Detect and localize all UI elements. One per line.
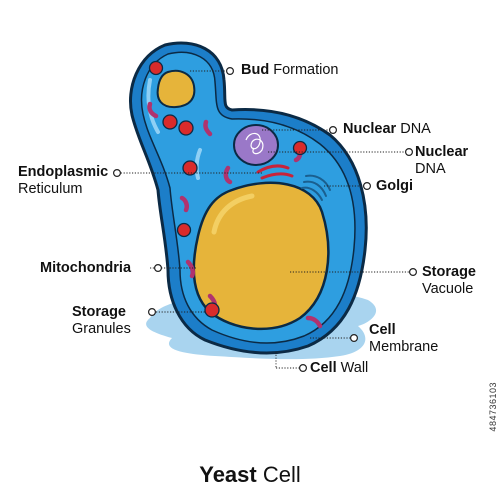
endoplasmic-reticulum-2 bbox=[260, 172, 294, 180]
label-storage-vacuole-bold: Storage bbox=[422, 264, 476, 280]
label-cell-wall: Cell Wall bbox=[310, 360, 368, 377]
label-cell-wall-bold: Cell bbox=[310, 360, 337, 376]
storage-vacuole bbox=[192, 181, 330, 331]
nuclear-dna-strand bbox=[245, 132, 264, 155]
label-cell-membrane: Cell Membrane bbox=[369, 322, 438, 356]
label-golgi: Golgi bbox=[376, 178, 413, 195]
label-endoplasmic-sub: Reticulum bbox=[18, 181, 83, 197]
label-nuclear-dna-2-bold: Nuclear bbox=[415, 144, 469, 160]
leader-dots bbox=[112, 66, 418, 373]
label-nuclear-dna-2: Nuclear DNA bbox=[415, 144, 468, 178]
label-mitochondria-bold: Mitochondria bbox=[40, 260, 132, 276]
storage-granules bbox=[148, 60, 308, 318]
label-mitochondria: Mitochondria bbox=[40, 260, 131, 277]
page-title: Yeast Cell bbox=[0, 462, 500, 488]
leader-lines bbox=[118, 70, 410, 369]
label-golgi-bold: Golgi bbox=[376, 178, 414, 194]
endoplasmic-reticulum bbox=[256, 164, 290, 174]
label-endoplasmic-bold: Endoplasmic bbox=[18, 164, 109, 180]
title-bold: Yeast bbox=[199, 462, 257, 487]
bud-vacuole bbox=[156, 69, 196, 109]
label-storage-granules-sub: Granules bbox=[72, 321, 131, 337]
label-endoplasmic-reticulum: Endoplasmic Reticulum bbox=[18, 164, 108, 198]
label-cell-membrane-bold: Cell bbox=[369, 322, 396, 338]
label-nuclear-dna-1: Nuclear DNA bbox=[343, 121, 431, 138]
label-bud-formation: Bud Formation bbox=[241, 62, 339, 79]
label-storage-granules-bold: Storage bbox=[72, 304, 126, 320]
label-nuclear-dna-1-bold: Nuclear bbox=[343, 121, 397, 137]
golgi-apparatus bbox=[301, 174, 331, 201]
label-bud-light: Formation bbox=[273, 62, 339, 78]
label-nuclear-dna-2-sub: DNA bbox=[415, 161, 446, 177]
label-cell-membrane-sub: Membrane bbox=[369, 339, 439, 355]
label-storage-vacuole-sub: Vacuole bbox=[422, 281, 474, 297]
title-light: Cell bbox=[262, 462, 301, 487]
label-nuclear-dna-1-light: DNA bbox=[400, 121, 431, 137]
label-storage-granules: Storage Granules bbox=[72, 304, 131, 338]
label-cell-wall-light: Wall bbox=[340, 360, 369, 376]
stock-id: 484736103 bbox=[488, 382, 498, 432]
vacuole-highlight bbox=[211, 193, 255, 235]
label-storage-vacuole: Storage Vacuole bbox=[422, 264, 476, 298]
nucleus bbox=[233, 124, 279, 166]
label-bud-bold: Bud bbox=[241, 62, 270, 78]
